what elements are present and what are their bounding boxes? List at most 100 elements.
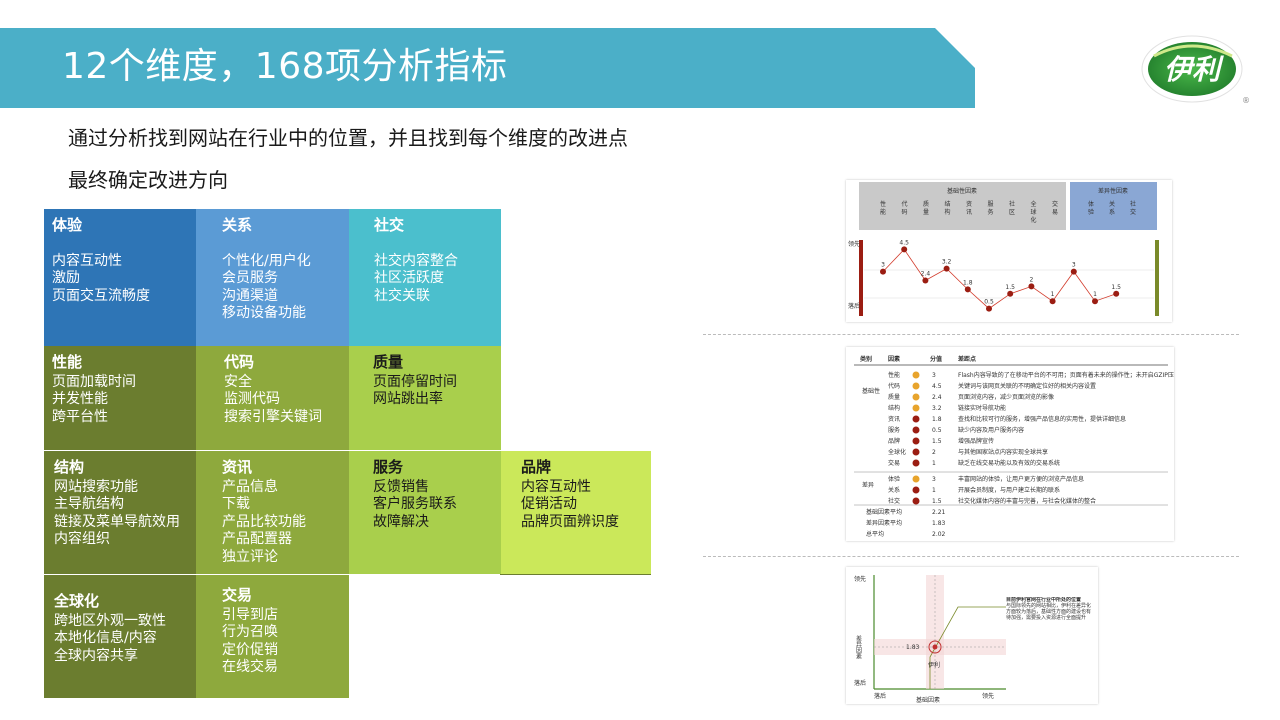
- x-right: 领先: [982, 692, 994, 700]
- dim-item: 页面停留时间: [373, 373, 457, 390]
- row-score: 2.4: [932, 394, 942, 401]
- dim-item: 社交关联: [374, 287, 430, 304]
- column-label: 社: [1009, 200, 1015, 208]
- y-bottom: 落后: [854, 679, 866, 687]
- dim-item: 页面加载时间: [52, 373, 136, 390]
- banner-shape: [0, 28, 975, 108]
- point-value: 1.83: [906, 644, 920, 651]
- column-label: 验: [1088, 208, 1094, 216]
- header-basic: 基础性因素: [947, 187, 977, 195]
- dim-item: 移动设备功能: [222, 305, 306, 321]
- data-label: 3: [881, 262, 885, 269]
- row-gap: 缺少内容及用户服务内容: [958, 426, 1024, 434]
- score-dot: [912, 486, 920, 494]
- row-factor: 关系: [888, 486, 900, 494]
- dim-item: 独立评论: [222, 548, 278, 565]
- column-label: 讯: [966, 208, 972, 216]
- row-factor: 交易: [888, 459, 900, 467]
- dim-title: 质量: [373, 353, 404, 371]
- row-factor: 结构: [888, 404, 900, 412]
- score-dot: [912, 497, 920, 505]
- data-point: [964, 286, 971, 293]
- column-label: 性: [880, 200, 886, 208]
- column-label: 区: [1009, 209, 1015, 216]
- data-label: 1.8: [963, 279, 973, 286]
- dim-zhiliang: 质量 页面停留时间 网站跳出率: [349, 346, 501, 450]
- score-dot: [912, 437, 920, 445]
- row-score: 1.5: [932, 438, 942, 445]
- x-left: 落后: [874, 692, 886, 700]
- dim-item: 链接及菜单导航效用: [54, 513, 180, 530]
- subtitle-line-1: 通过分析找到网站在行业中的位置，并且找到每个维度的改进点: [68, 126, 628, 150]
- dim-item: 沟通渠道: [222, 287, 278, 304]
- row-factor: 体验: [888, 475, 900, 483]
- dim-jiegou: 结构 网站搜索功能 主导航结构 链接及菜单导航效用 内容组织: [44, 450, 196, 574]
- left-scale-bar: [859, 240, 863, 316]
- dim-item: 在线交易: [222, 659, 278, 675]
- dim-pinpai: 品牌 内容互动性 促销活动 品牌页面辨识度: [501, 450, 651, 574]
- column-label: 化: [1030, 216, 1036, 224]
- dim-jiaoyi: 交易 引导到店 行为召唤 定价促销 在线交易: [196, 575, 349, 698]
- dim-item: 搜索引擎关键词: [224, 408, 322, 425]
- column-label: 代: [901, 200, 907, 208]
- y-top: 领先: [854, 575, 866, 583]
- score-dot: [912, 475, 920, 483]
- dim-quanqiu: 全球化 跨地区外观一致性 本地化信息/内容 全球内容共享: [44, 575, 196, 698]
- row-factor: 全球化: [888, 448, 906, 456]
- right-scale-bar: [1155, 240, 1159, 316]
- data-label: 1: [1093, 291, 1097, 298]
- data-point: [1092, 298, 1098, 305]
- row-gap: 与其他国家站点内容实现全球共享: [958, 448, 1048, 456]
- axis-top: 领先: [848, 240, 860, 248]
- axis-bottom: 落后: [848, 302, 860, 310]
- row-gap: 查找和比较可行的服务，增强产品信息的实用性，提供详细信息: [958, 415, 1126, 423]
- dim-item: 主导航结构: [54, 496, 124, 512]
- row-factor: 资讯: [888, 415, 900, 423]
- column-label: 交: [1130, 208, 1136, 216]
- yili-logo: 伊利 ®: [1140, 34, 1250, 106]
- dim-item: 定价促销: [222, 641, 278, 658]
- column-label: 资: [966, 200, 972, 208]
- separator-1: [703, 334, 1239, 335]
- dim-item: 行为召唤: [222, 624, 278, 640]
- registered-mark: ®: [1242, 96, 1250, 105]
- data-label: 1.5: [1005, 284, 1015, 291]
- dim-item: 页面交互流畅度: [52, 287, 150, 304]
- row-gap: 缺乏在线交易功能以及有效的交易系统: [958, 459, 1060, 467]
- dim-title: 品牌: [521, 458, 552, 476]
- dim-item: 全球内容共享: [54, 647, 138, 664]
- row-factor: 性能: [888, 371, 900, 379]
- series-line: [882, 248, 1117, 310]
- data-label: 1: [1051, 291, 1055, 298]
- dim-item: 社区活跃度: [374, 270, 444, 286]
- point-label: 伊利: [928, 661, 940, 669]
- column-label: 社: [1130, 200, 1136, 208]
- side-title: 目前伊利官网在行业中所处的位置: [1006, 597, 1082, 603]
- dim-guanxi: 关系 个性化/用户化 会员服务 沟通渠道 移动设备功能: [196, 209, 349, 346]
- row-score: 0.5: [932, 427, 942, 434]
- row-gap: 丰富网站的体验，让用户更方便的浏览产品信息: [958, 475, 1084, 483]
- data-point: [1007, 290, 1014, 297]
- dim-daima: 代码 安全 监测代码 搜索引擎关键词: [196, 346, 349, 450]
- data-label: 1.5: [1111, 284, 1121, 291]
- data-point: [943, 265, 950, 272]
- separator-2: [703, 556, 1239, 557]
- row-score: 3.2: [932, 405, 942, 412]
- dim-item: 网站搜索功能: [54, 478, 138, 495]
- row-score: 4.5: [932, 383, 942, 390]
- score-dot: [912, 448, 920, 456]
- dim-item: 促销活动: [521, 496, 577, 512]
- summary-label: 总平均: [866, 530, 884, 538]
- th-gap: 差距点: [958, 355, 976, 363]
- score-dot: [912, 404, 920, 412]
- row-gap: 关键词与该网页关联的不明确定位好的相关内容设置: [958, 382, 1096, 390]
- thumb-position-matrix: 1.83 伊利 领先 落后 差异因素 落后 领先 基础因素 目前伊利官网在行业中…: [846, 567, 1098, 704]
- dim-item: 安全: [224, 373, 252, 390]
- dim-item: 会员服务: [222, 270, 278, 286]
- group-basic: 基础性: [862, 387, 880, 395]
- dim-fuwu: 服务 反馈销售 客户服务联系 故障解决: [349, 450, 501, 574]
- dim-title: 资讯: [222, 458, 253, 476]
